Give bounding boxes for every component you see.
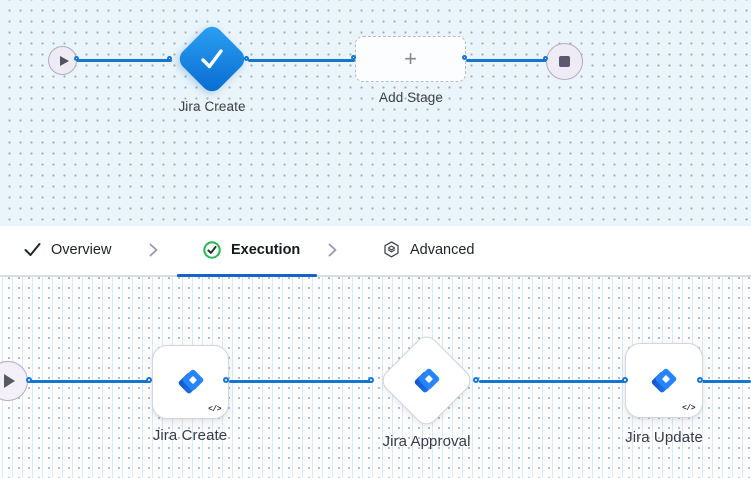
- port[interactable]: [622, 376, 628, 383]
- stop-icon: [559, 56, 570, 67]
- edge: [479, 380, 627, 383]
- tab-overview-label: Overview: [51, 241, 112, 258]
- edge: [702, 380, 751, 383]
- port[interactable]: [243, 55, 249, 61]
- step-label: Jira Create: [152, 427, 228, 444]
- stage-node-jira-create[interactable]: [175, 22, 249, 96]
- stage-tab-bar: Overview Execution Advanc: [0, 226, 751, 277]
- port[interactable]: [542, 56, 548, 61]
- tab-overview[interactable]: Overview: [24, 226, 111, 273]
- code-badge-icon: </>: [208, 405, 221, 414]
- plus-icon: +: [404, 46, 417, 71]
- port[interactable]: [350, 55, 356, 60]
- jira-icon: [414, 368, 439, 392]
- code-badge-icon: </>: [682, 404, 695, 413]
- edge: [10, 380, 151, 383]
- tab-advanced[interactable]: Advanced: [383, 226, 475, 273]
- chevron-right-icon: [328, 226, 337, 273]
- check-icon: [24, 243, 41, 256]
- port[interactable]: [26, 376, 32, 383]
- add-stage-label: Add Stage: [379, 90, 443, 105]
- tab-advanced-label: Advanced: [410, 241, 475, 258]
- port[interactable]: [167, 55, 172, 61]
- port[interactable]: [73, 55, 79, 61]
- check-icon: [201, 49, 223, 69]
- tab-execution-label: Execution: [231, 241, 301, 258]
- active-tab-underline: [177, 274, 317, 277]
- edge-stage-to-addstage: [248, 58, 355, 62]
- stage-label: Jira Create: [178, 99, 246, 114]
- play-icon: [4, 374, 15, 388]
- port[interactable]: [473, 376, 479, 383]
- play-icon: [59, 55, 69, 66]
- edge-start-to-stage: [62, 58, 172, 62]
- jira-icon: [651, 368, 677, 392]
- port[interactable]: [223, 376, 229, 383]
- chevron-right-icon: [149, 226, 158, 273]
- step-jira-approval[interactable]: [377, 331, 476, 430]
- add-stage-button[interactable]: +: [355, 36, 466, 82]
- port[interactable]: [462, 55, 467, 60]
- stage-canvas[interactable]: Jira Create + Add Stage: [0, 0, 751, 226]
- tab-execution[interactable]: Execution: [203, 226, 300, 273]
- step-label: Jira Update: [625, 429, 703, 446]
- port[interactable]: [368, 376, 374, 383]
- pipeline-end-node[interactable]: [546, 43, 583, 80]
- edge-addstage-to-end: [466, 58, 547, 62]
- port[interactable]: [146, 376, 152, 383]
- step-jira-update[interactable]: </>: [625, 343, 703, 418]
- step-label: Jira Approval: [382, 433, 471, 450]
- execution-canvas[interactable]: </> Jira Create Jira Approval: [0, 277, 751, 478]
- pipeline-start-node[interactable]: [48, 46, 77, 75]
- execution-start-node[interactable]: [0, 361, 28, 401]
- port[interactable]: [697, 376, 703, 383]
- step-jira-create[interactable]: </>: [152, 345, 229, 419]
- layers-hexagon-icon: [384, 241, 399, 258]
- jira-icon: [178, 369, 203, 394]
- check-circle-icon: [203, 240, 221, 259]
- edge: [229, 380, 373, 383]
